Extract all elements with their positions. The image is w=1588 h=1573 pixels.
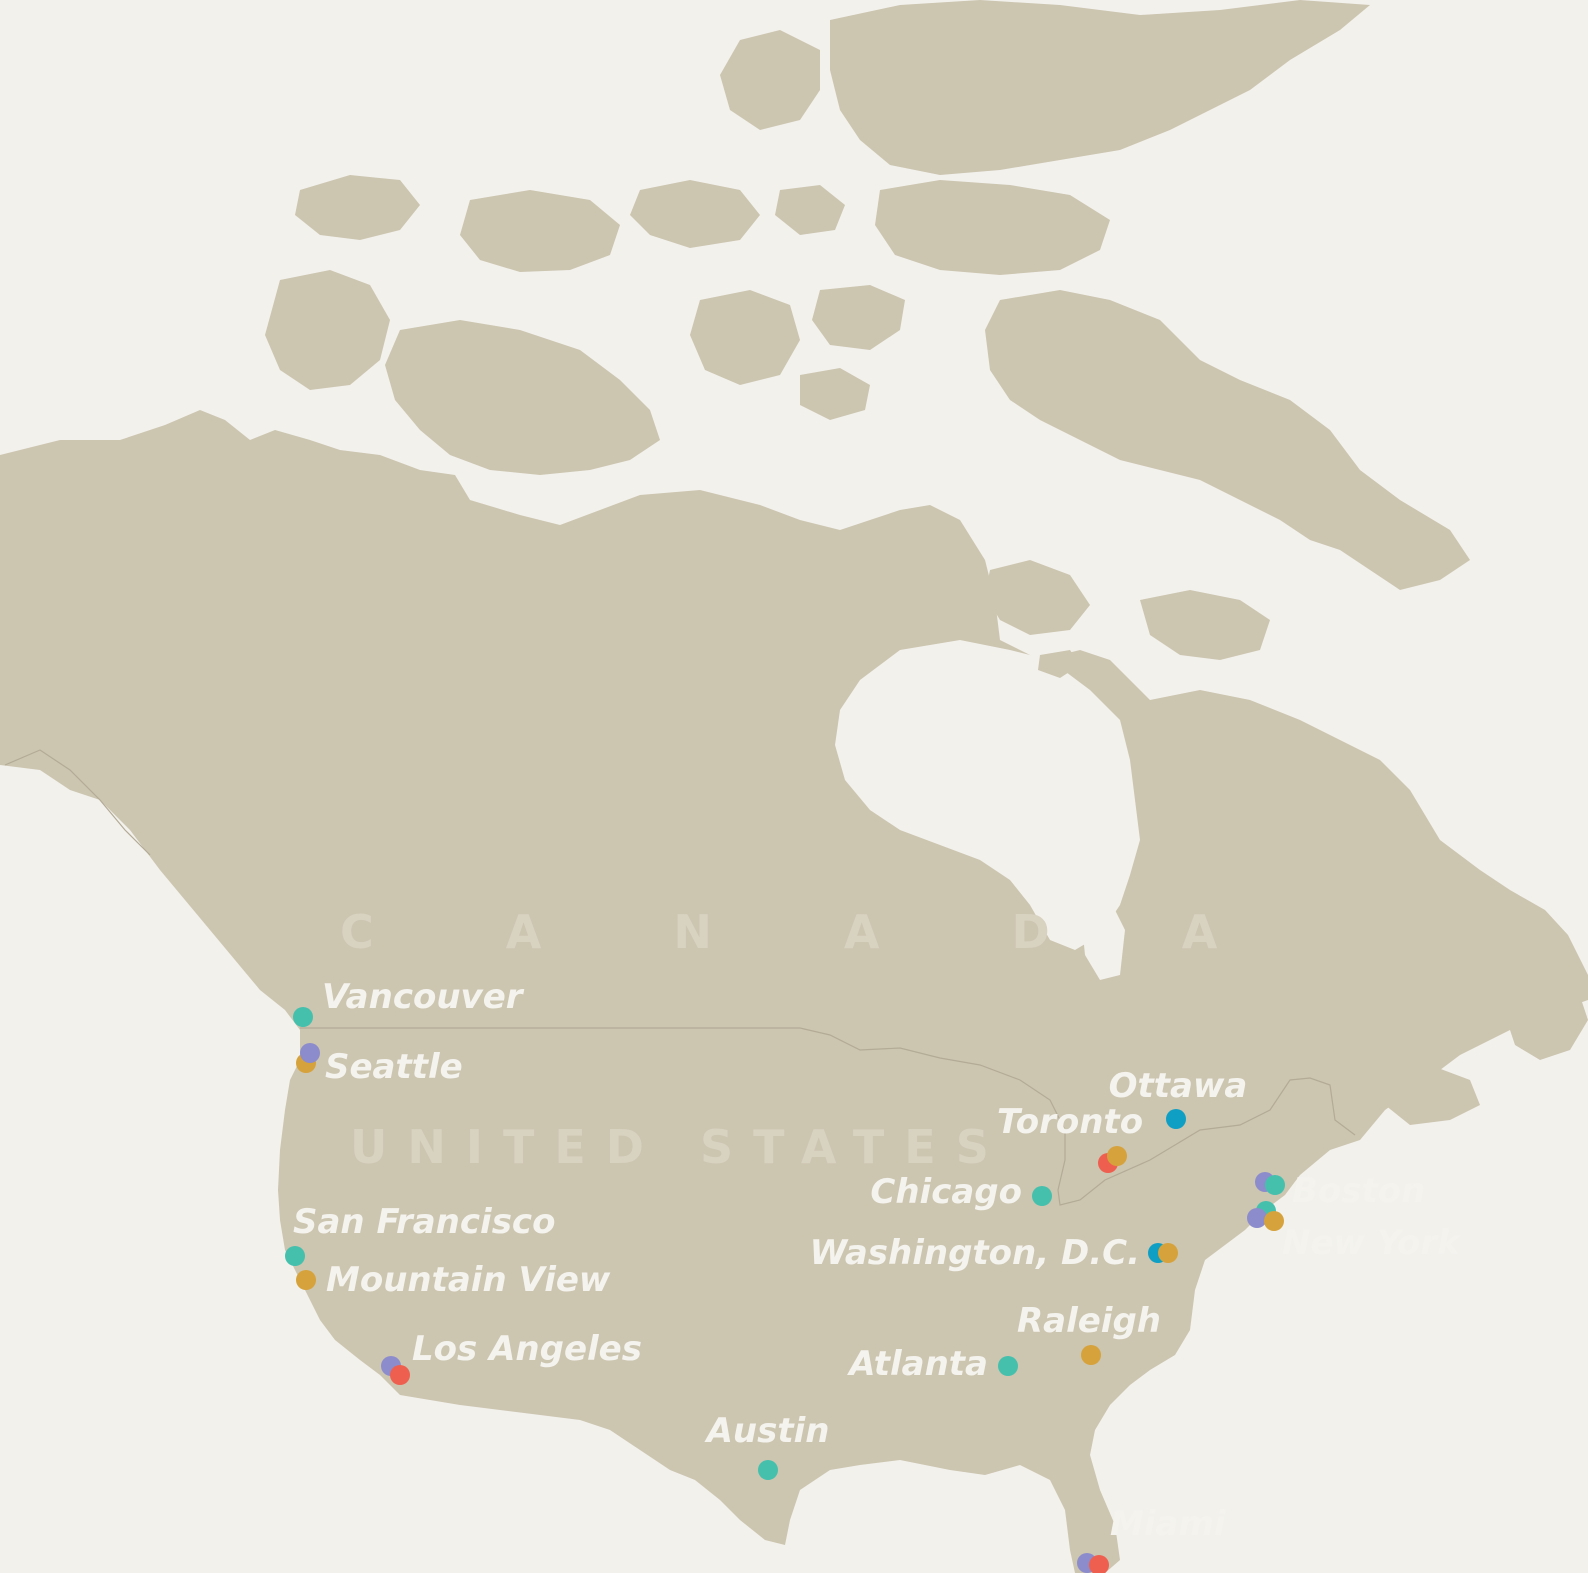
- axel-heiberg-island: [720, 30, 820, 130]
- city-label-austin: Austin: [704, 1411, 830, 1451]
- city-label-mountain-view: Mountain View: [326, 1260, 611, 1300]
- city-label-seattle: Seattle: [325, 1047, 463, 1087]
- marker-boston-teal[interactable]: [1265, 1175, 1285, 1195]
- nova-scotia: [1385, 1065, 1480, 1125]
- king-william-island: [800, 368, 870, 420]
- marker-seattle-purple[interactable]: [300, 1043, 320, 1063]
- newfoundland: [1505, 975, 1588, 1060]
- us-canada-border: [300, 1027, 1356, 1206]
- city-label-washington-d-c: Washington, D.C.: [810, 1233, 1140, 1273]
- victoria-island: [385, 320, 660, 475]
- city-markers: [285, 1007, 1285, 1573]
- marker-miami-red[interactable]: [1089, 1555, 1109, 1573]
- city-label-boston: Boston: [1292, 1171, 1425, 1211]
- coats-island: [1038, 650, 1080, 678]
- cornwallis-island: [775, 185, 845, 235]
- marker-raleigh-gold[interactable]: [1081, 1345, 1101, 1365]
- bathurst-island: [630, 180, 760, 248]
- marker-atlanta-teal[interactable]: [998, 1356, 1018, 1376]
- marker-san-francisco-teal[interactable]: [285, 1246, 305, 1266]
- country-labels: C A N A D A UNITED STATES: [340, 905, 1275, 1174]
- city-label-san-francisco: San Francisco: [293, 1202, 555, 1242]
- country-label-united-states: UNITED STATES: [350, 1120, 1009, 1174]
- borders: [4, 749, 1356, 1206]
- james-bay: [1080, 900, 1125, 980]
- somerset-island: [812, 285, 905, 350]
- mainland: [0, 410, 1588, 1573]
- marker-austin-teal[interactable]: [758, 1460, 778, 1480]
- baffin-island: [985, 290, 1470, 590]
- city-label-atlanta: Atlanta: [846, 1344, 988, 1384]
- banks-island: [265, 270, 390, 390]
- city-label-los-angeles: Los Angeles: [412, 1329, 642, 1369]
- alaska-canada-border: [4, 749, 151, 856]
- melville-island: [460, 190, 620, 272]
- marker-toronto-gold[interactable]: [1107, 1146, 1127, 1166]
- prince-patrick-island: [295, 175, 420, 240]
- city-label-raleigh: Raleigh: [1017, 1301, 1161, 1341]
- country-label-canada: C A N A D A: [340, 905, 1275, 959]
- devon-island: [875, 180, 1110, 275]
- city-label-miami: Miami: [1110, 1504, 1227, 1544]
- hudson-bay: [835, 640, 1140, 950]
- marker-new-york-gold[interactable]: [1264, 1211, 1284, 1231]
- marker-new-york-purple[interactable]: [1247, 1208, 1267, 1228]
- southampton-island: [985, 560, 1090, 635]
- marker-vancouver-teal[interactable]: [293, 1007, 313, 1027]
- prince-of-wales-island: [690, 290, 800, 385]
- city-label-new-york: New York: [1282, 1223, 1462, 1263]
- hall-peninsula: [1140, 590, 1270, 660]
- city-label-ottawa: Ottawa: [1109, 1066, 1248, 1106]
- city-label-vancouver: Vancouver: [322, 977, 525, 1017]
- belcher-islands: [1100, 680, 1125, 708]
- marker-ottawa-blue[interactable]: [1166, 1109, 1186, 1129]
- marker-chicago-teal[interactable]: [1032, 1186, 1052, 1206]
- marker-los-angeles-red[interactable]: [390, 1365, 410, 1385]
- city-label-chicago: Chicago: [870, 1172, 1022, 1212]
- marker-mountain-view-gold[interactable]: [296, 1270, 316, 1290]
- ellesmere-island: [830, 0, 1370, 175]
- marker-washington-d-c-gold[interactable]: [1158, 1243, 1178, 1263]
- city-label-toronto: Toronto: [997, 1102, 1143, 1142]
